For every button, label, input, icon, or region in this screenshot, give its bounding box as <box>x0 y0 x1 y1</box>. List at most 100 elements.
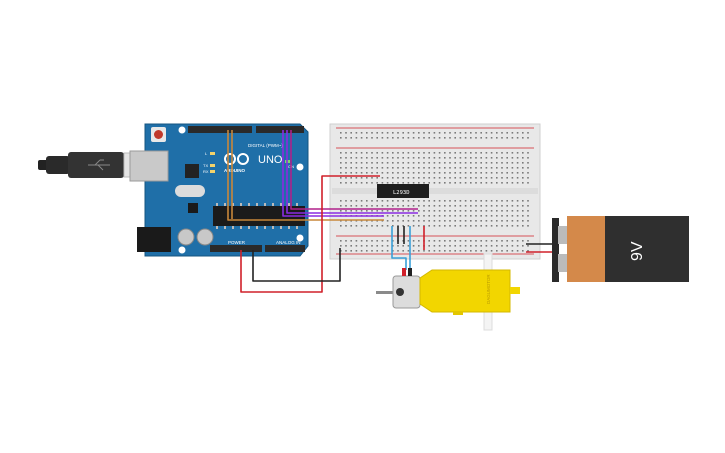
breadboard-hole[interactable] <box>511 215 514 217</box>
breadboard-hole[interactable] <box>366 167 368 169</box>
breadboard-hole[interactable] <box>345 132 347 134</box>
breadboard-hole[interactable] <box>506 137 508 139</box>
breadboard-hole[interactable] <box>397 225 399 227</box>
breadboard-hole[interactable] <box>459 177 462 179</box>
breadboard-hole[interactable] <box>475 215 477 217</box>
breadboard-hole[interactable] <box>444 162 446 164</box>
breadboard-hole[interactable] <box>470 220 472 222</box>
breadboard-hole[interactable] <box>355 132 358 134</box>
breadboard-hole[interactable] <box>516 245 519 247</box>
breadboard-hole[interactable] <box>501 162 503 164</box>
breadboard-hole[interactable] <box>506 162 508 164</box>
breadboard-hole[interactable] <box>516 172 519 174</box>
purple-wire-2[interactable] <box>282 130 384 217</box>
breadboard-hole[interactable] <box>449 157 451 159</box>
breadboard-hole[interactable] <box>360 225 363 227</box>
breadboard-hole[interactable] <box>480 205 482 207</box>
breadboard-hole[interactable] <box>438 172 441 174</box>
breadboard-hole[interactable] <box>449 210 451 212</box>
breadboard-hole[interactable] <box>496 220 498 222</box>
breadboard-hole[interactable] <box>418 210 420 212</box>
breadboard-hole[interactable] <box>464 177 467 179</box>
breadboard-hole[interactable] <box>366 132 368 134</box>
breadboard-hole[interactable] <box>454 205 456 207</box>
breadboard-hole[interactable] <box>381 172 384 174</box>
breadboard-hole[interactable] <box>444 245 446 247</box>
breadboard-hole[interactable] <box>366 177 368 179</box>
breadboard-hole[interactable] <box>516 137 519 139</box>
breadboard-hole[interactable] <box>511 132 514 134</box>
breadboard-hole[interactable] <box>490 172 493 174</box>
breadboard-hole[interactable] <box>475 157 477 159</box>
breadboard-hole[interactable] <box>506 157 508 159</box>
breadboard-hole[interactable] <box>366 210 368 212</box>
breadboard-hole[interactable] <box>527 167 529 169</box>
breadboard-hole[interactable] <box>340 220 342 222</box>
breadboard-hole[interactable] <box>376 250 378 252</box>
breadboard-hole[interactable] <box>386 245 389 247</box>
breadboard-hole[interactable] <box>511 177 514 179</box>
red-power-wire[interactable] <box>240 175 380 293</box>
breadboard-hole[interactable] <box>454 152 456 154</box>
breadboard-hole[interactable] <box>438 210 441 212</box>
breadboard-hole[interactable] <box>381 177 384 179</box>
breadboard-hole[interactable] <box>340 157 342 159</box>
breadboard-hole[interactable] <box>412 220 415 222</box>
breadboard-hole[interactable] <box>506 220 508 222</box>
breadboard-hole[interactable] <box>381 225 384 227</box>
breadboard-hole[interactable] <box>449 167 451 169</box>
breadboard-hole[interactable] <box>402 220 404 222</box>
breadboard-hole[interactable] <box>485 177 488 179</box>
breadboard-hole[interactable] <box>376 182 378 184</box>
breadboard-hole[interactable] <box>407 152 410 154</box>
breadboard-hole[interactable] <box>345 162 347 164</box>
breadboard-hole[interactable] <box>506 250 508 252</box>
breadboard-hole[interactable] <box>376 200 378 202</box>
breadboard-hole[interactable] <box>475 245 477 247</box>
breadboard-hole[interactable] <box>397 205 399 207</box>
breadboard-hole[interactable] <box>444 240 446 242</box>
breadboard-hole[interactable] <box>501 220 503 222</box>
breadboard-hole[interactable] <box>490 225 493 227</box>
breadboard-hole[interactable] <box>485 182 488 184</box>
breadboard-hole[interactable] <box>345 210 347 212</box>
breadboard-hole[interactable] <box>397 177 399 179</box>
breadboard-hole[interactable] <box>496 177 498 179</box>
breadboard-hole[interactable] <box>490 210 493 212</box>
breadboard-hole[interactable] <box>470 177 472 179</box>
breadboard-hole[interactable] <box>402 162 404 164</box>
breadboard-hole[interactable] <box>407 245 410 247</box>
breadboard-hole[interactable] <box>386 210 389 212</box>
breadboard-hole[interactable] <box>459 245 462 247</box>
breadboard-hole[interactable] <box>345 182 347 184</box>
breadboard-hole[interactable] <box>412 137 415 139</box>
breadboard-hole[interactable] <box>355 225 358 227</box>
breadboard-hole[interactable] <box>350 245 352 247</box>
breadboard-hole[interactable] <box>381 137 384 139</box>
breadboard-hole[interactable] <box>449 132 451 134</box>
breadboard-hole[interactable] <box>506 225 508 227</box>
breadboard-hole[interactable] <box>522 157 524 159</box>
breadboard-hole[interactable] <box>511 240 514 242</box>
breadboard-hole[interactable] <box>397 210 399 212</box>
breadboard-hole[interactable] <box>464 157 467 159</box>
breadboard-hole[interactable] <box>490 182 493 184</box>
breadboard-hole[interactable] <box>444 200 446 202</box>
breadboard-hole[interactable] <box>433 240 436 242</box>
breadboard-hole[interactable] <box>506 215 508 217</box>
breadboard-hole[interactable] <box>376 205 378 207</box>
breadboard-hole[interactable] <box>340 240 342 242</box>
breadboard-hole[interactable] <box>449 182 451 184</box>
breadboard-hole[interactable] <box>407 250 410 252</box>
breadboard-hole[interactable] <box>506 152 508 154</box>
reset-button[interactable] <box>154 130 163 139</box>
breadboard-hole[interactable] <box>464 240 467 242</box>
breadboard-hole[interactable] <box>464 205 467 207</box>
breadboard-hole[interactable] <box>381 205 384 207</box>
breadboard-hole[interactable] <box>433 177 436 179</box>
breadboard-hole[interactable] <box>496 182 498 184</box>
breadboard-hole[interactable] <box>444 167 446 169</box>
breadboard-hole[interactable] <box>371 210 373 212</box>
breadboard-hole[interactable] <box>423 200 425 202</box>
breadboard-hole[interactable] <box>454 177 456 179</box>
